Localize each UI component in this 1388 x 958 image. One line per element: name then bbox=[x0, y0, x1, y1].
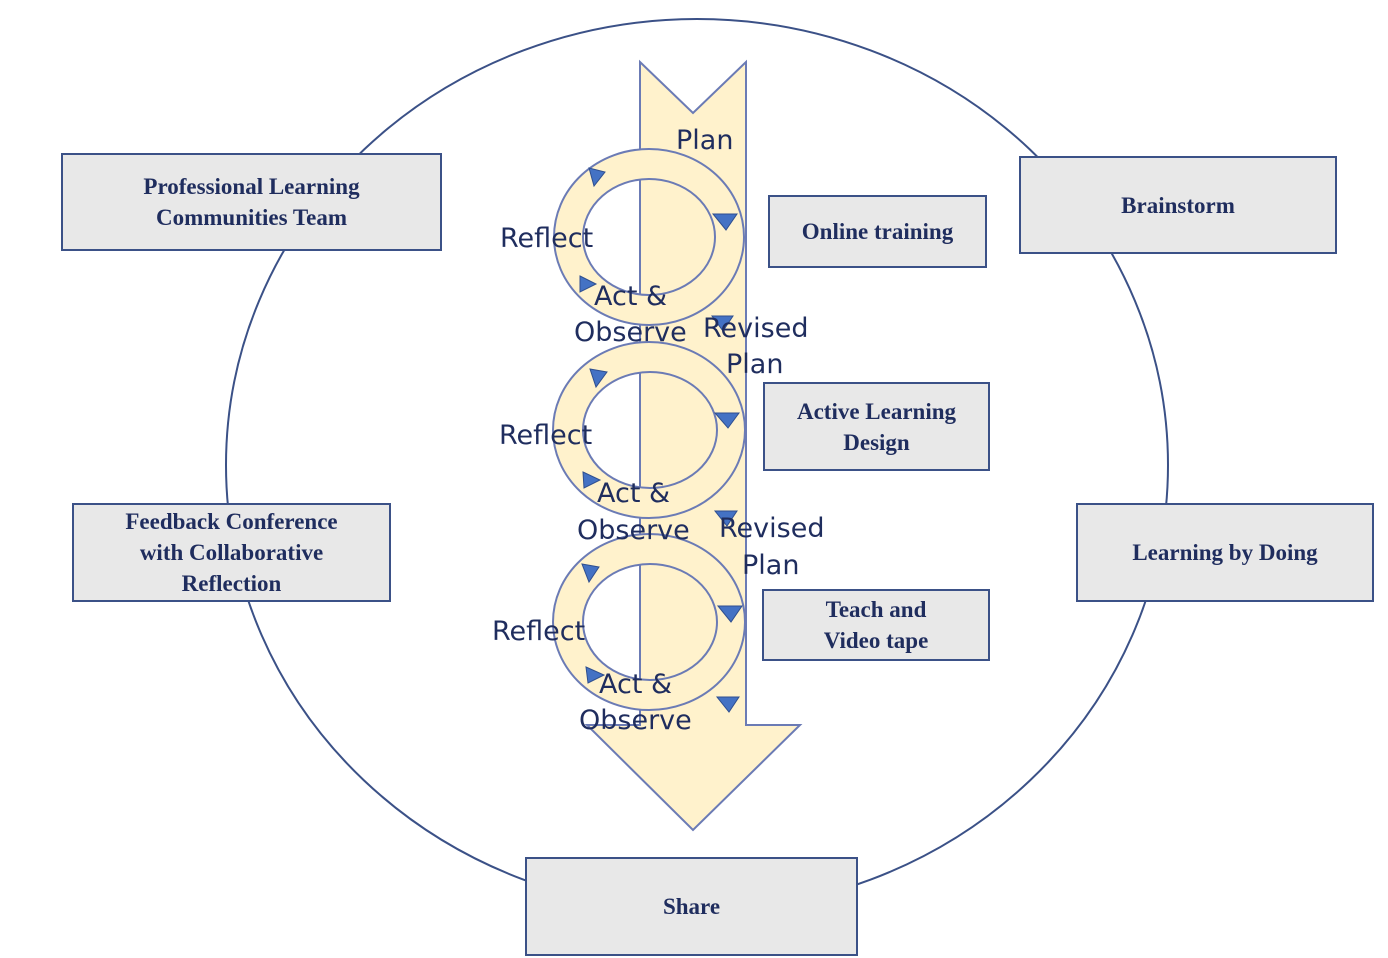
spiral-ring-3 bbox=[551, 533, 747, 711]
plan-label: Plan bbox=[676, 125, 733, 156]
down-arrow bbox=[584, 59, 803, 832]
pointer-3d bbox=[715, 696, 740, 713]
cycle-pointers bbox=[579, 167, 743, 713]
pointer-3b bbox=[716, 605, 743, 623]
pointer-2c bbox=[582, 471, 602, 489]
plc-team-box: Professional Learning Communities Team bbox=[61, 153, 442, 251]
pointer-3a bbox=[581, 563, 600, 584]
revised-label-2a: Revised bbox=[719, 513, 824, 544]
active-learning-box: Active Learning Design bbox=[763, 382, 990, 471]
reflect-label-2: Reflect bbox=[499, 420, 592, 451]
revised-label-2b: Plan bbox=[742, 550, 799, 581]
spiral-ring-1 bbox=[552, 148, 746, 326]
reflect-label-1: Reflect bbox=[500, 223, 593, 254]
act-label-2b: Observe bbox=[577, 515, 690, 546]
pointer-3c bbox=[585, 666, 606, 684]
brainstorm-box: Brainstorm bbox=[1019, 156, 1337, 254]
act-label-2a: Act & bbox=[597, 478, 670, 509]
feedback-conference-box: Feedback Conference with Collaborative R… bbox=[72, 503, 391, 602]
act-label-1a: Act & bbox=[594, 281, 667, 312]
act-label-1b: Observe bbox=[574, 317, 687, 348]
act-label-3a: Act & bbox=[599, 669, 672, 700]
pointer-1b bbox=[711, 213, 738, 231]
pointer-2b bbox=[713, 412, 740, 429]
pointer-1a bbox=[588, 167, 606, 188]
pointer-2a bbox=[589, 368, 608, 389]
pointer-1d bbox=[711, 315, 734, 332]
online-training-box: Online training bbox=[768, 195, 987, 268]
act-label-3b: Observe bbox=[579, 705, 692, 736]
reflect-label-3: Reflect bbox=[492, 616, 585, 647]
share-box: Share bbox=[525, 857, 858, 956]
revised-label-1b: Plan bbox=[726, 349, 783, 380]
spiral-ring-2 bbox=[551, 341, 747, 519]
learning-by-doing-box: Learning by Doing bbox=[1076, 503, 1374, 602]
pointer-1c bbox=[579, 275, 598, 293]
revised-label-1a: Revised bbox=[703, 313, 808, 344]
teach-video-box: Teach and Video tape bbox=[762, 589, 990, 661]
pointer-2d bbox=[713, 510, 738, 527]
